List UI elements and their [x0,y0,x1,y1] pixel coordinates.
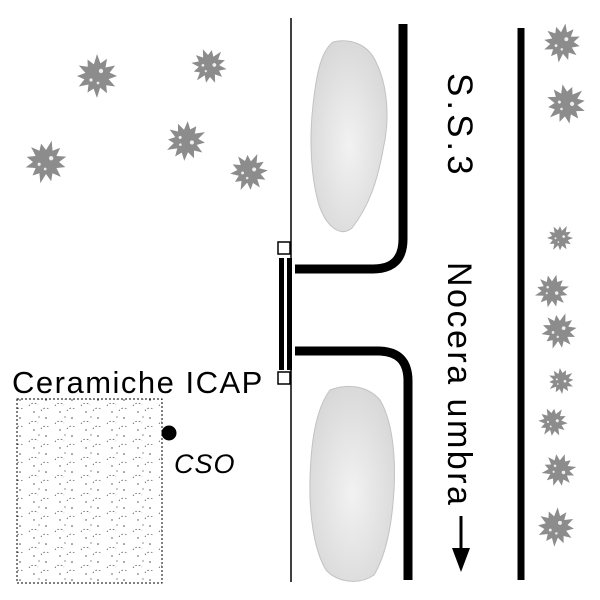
building-upper [310,40,388,233]
gate-wall-right [287,258,292,370]
cso-label: CSO [174,449,236,479]
gate-post-bottom [277,371,291,385]
tree-symbol [542,363,580,399]
tree-symbol [20,135,72,189]
road-ss3-upper [295,24,408,274]
buildings [309,40,395,582]
gate [277,241,292,385]
tree-symbol [540,20,584,66]
road-name-label: S.S.3 [440,73,479,179]
tree-symbol [77,54,117,98]
building-lower [309,385,395,582]
tree-symbol [542,219,578,257]
tree-symbol [530,270,574,312]
gate-post-top [277,241,291,255]
site-name-label: Ceramiche ICAP [12,365,264,400]
cso-marker [161,425,177,441]
tree-symbol [538,451,580,489]
tree-symbol [224,146,274,198]
road-ss3-lower [295,346,413,580]
tree-symbol [536,505,576,549]
direction-arrow [452,516,470,572]
factory-yard [16,398,163,584]
tree-symbol [159,114,213,168]
trees-right [530,20,595,549]
tree-symbol [537,76,595,132]
tree-symbol [536,307,582,355]
direction-label: Nocera umbra [440,262,478,507]
gate-wall-left [279,258,284,370]
trees-left [20,40,274,198]
tree-symbol [183,40,235,92]
tree-symbol [532,401,574,443]
